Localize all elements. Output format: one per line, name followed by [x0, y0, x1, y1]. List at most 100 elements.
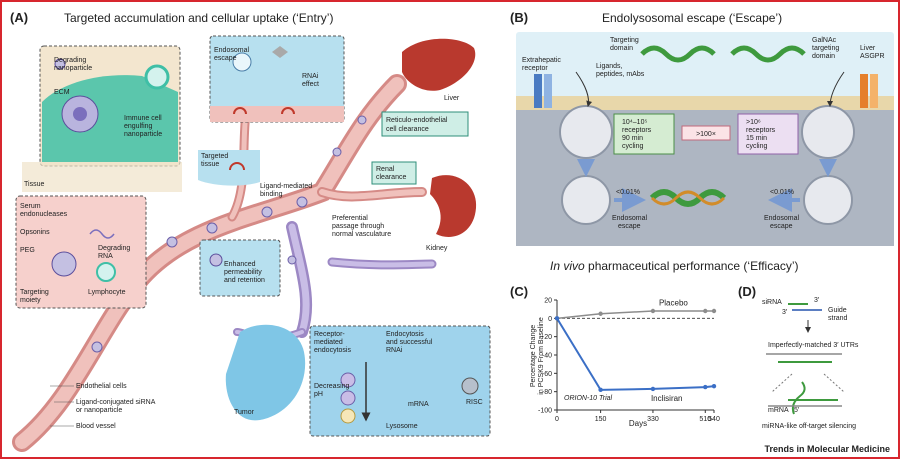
offtarget-diagram	[766, 303, 845, 415]
data-point-inclisiran	[650, 386, 656, 392]
trial-label: ORION-10 Trial	[564, 395, 613, 402]
svg-text:ECM: ECM	[54, 89, 70, 96]
x-tick-label: 150	[595, 416, 607, 423]
series-line-inclisiran	[556, 317, 715, 391]
y-tick-label: -60	[542, 371, 552, 378]
y-tick-label: -20	[542, 334, 552, 341]
y-tick-label: 0	[548, 316, 552, 323]
liver-shape	[402, 38, 476, 91]
box-center-text: >100×	[696, 131, 716, 138]
panel-b-letter: (B)	[510, 10, 528, 25]
ligands-label: Ligands,peptides, mAbs	[596, 63, 645, 78]
targeted-tissue	[198, 150, 260, 186]
series-label-inclisiran: Inclisiran	[651, 394, 683, 403]
x-tick-label: 540	[708, 416, 720, 423]
svg-text:Opsonins: Opsonins	[20, 229, 50, 236]
y-tick-label: -40	[542, 353, 552, 360]
tissue-area	[22, 162, 182, 192]
data-point-placebo	[703, 308, 708, 314]
panel-b-title: Endolysosomal escape (‘Escape’)	[602, 11, 782, 25]
journal-footer: Trends in Molecular Medicine	[764, 444, 890, 454]
svg-text:RISC: RISC	[466, 399, 483, 406]
panel-c-letter: (C)	[510, 284, 528, 299]
imperfect-label: Imperfectly-matched 3′ UTRs	[768, 342, 859, 349]
escape-rate-left: <0.01%	[616, 189, 640, 196]
x-tick-label: 0	[555, 416, 559, 423]
blood-vessel-label: Blood vessel	[76, 423, 116, 430]
data-point-inclisiran	[711, 383, 717, 389]
data-point-inclisiran	[554, 316, 560, 321]
panel-a-letter: (A)	[10, 10, 28, 25]
epr-inset	[199, 239, 281, 297]
y-axis-label: Percentage Changein PCSK9 From Baseline	[530, 317, 545, 395]
data-point-placebo	[650, 308, 656, 314]
series-label-placebo: Placebo	[659, 299, 688, 308]
renal-box	[371, 161, 417, 185]
sirna-label: siRNA	[762, 299, 782, 306]
data-point-inclisiran	[703, 384, 708, 390]
tissue-label: Tissue	[24, 181, 44, 188]
res-box	[381, 111, 469, 137]
p5-label: 5′	[794, 407, 800, 414]
series-line-placebo	[556, 310, 714, 320]
data-point-inclisiran	[598, 387, 603, 393]
y-tick-label: -100	[538, 408, 552, 415]
efficacy-title: In vivo pharmaceutical performance (‘Eff…	[550, 259, 799, 273]
p3-right: 3′	[814, 297, 820, 304]
x-tick-label: 330	[647, 416, 659, 423]
svg-text:mRNA: mRNA	[408, 401, 429, 408]
mrna-label: mRNA	[768, 407, 789, 414]
svg-text:Lysosome: Lysosome	[386, 423, 418, 430]
p3-left: 3′	[782, 309, 788, 316]
y-tick-label: 20	[544, 298, 552, 305]
x-tick-label: 510	[699, 416, 711, 423]
tumor-label: Tumor	[234, 409, 255, 416]
svg-text:Lymphocyte: Lymphocyte	[88, 289, 126, 296]
kidney-shape	[430, 175, 477, 237]
svg-text:PEG: PEG	[20, 247, 35, 254]
receptor-icon	[229, 162, 245, 171]
data-point-placebo	[598, 311, 603, 316]
tumor-shape	[225, 324, 306, 421]
panel-d-letter: (D)	[738, 284, 756, 299]
panel-a-title: Targeted accumulation and cellular uptak…	[64, 11, 333, 25]
y-tick-label: -80	[542, 389, 552, 396]
escape-rate-right: <0.01%	[770, 189, 794, 196]
escape-panel	[516, 32, 894, 246]
kidney-label: Kidney	[426, 245, 448, 252]
endothelial-label: Endothelial cells	[76, 383, 127, 390]
offtarget-label: miRNA-like off-target silencing	[762, 423, 856, 430]
liver-label: Liver	[444, 95, 460, 102]
